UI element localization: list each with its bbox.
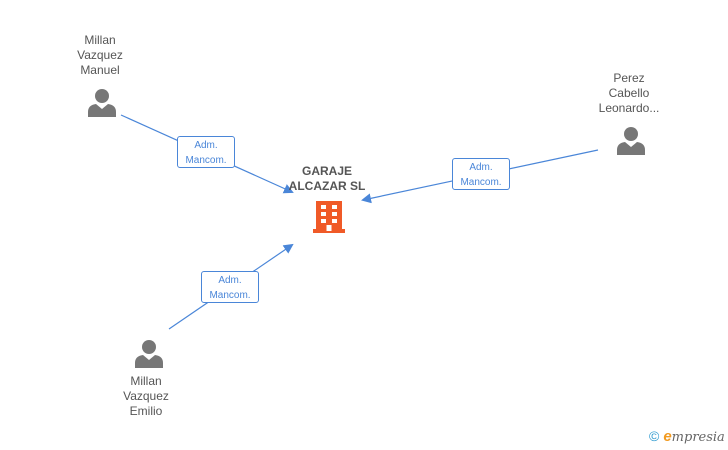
edge-role-line2: Mancom. — [185, 155, 227, 166]
edge-label-manuel: Adm. Mancom. — [177, 136, 235, 168]
copyright-symbol: © — [649, 428, 660, 444]
brand-footer[interactable]: ©empresia — [649, 428, 725, 448]
edge-label-emilio: Adm. Mancom. — [201, 271, 259, 303]
edge-role-line1: Adm. — [469, 162, 493, 173]
building-icon[interactable] — [312, 198, 346, 234]
edge-role-line2: Mancom. — [209, 290, 251, 301]
brand-logo-text: mpresia — [671, 430, 725, 445]
edge-role-line2: Mancom. — [460, 177, 502, 188]
edge-role-line1: Adm. — [218, 275, 242, 286]
person-icon[interactable] — [616, 126, 646, 156]
person-icon[interactable] — [87, 88, 117, 118]
edge-label-leonardo: Adm. Mancom. — [452, 158, 510, 190]
person-label-manuel[interactable]: Millan Vazquez Manuel — [77, 33, 123, 77]
person-icon[interactable] — [134, 339, 164, 369]
person-label-emilio[interactable]: Millan Vazquez Emilio — [123, 374, 169, 418]
brand-logo-e: e — [663, 428, 672, 445]
person-label-leonardo[interactable]: Perez Cabello Leonardo... — [598, 71, 660, 115]
company-name[interactable]: GARAJE ALCAZAR SL — [288, 164, 366, 193]
edge-role-line1: Adm. — [194, 140, 218, 151]
